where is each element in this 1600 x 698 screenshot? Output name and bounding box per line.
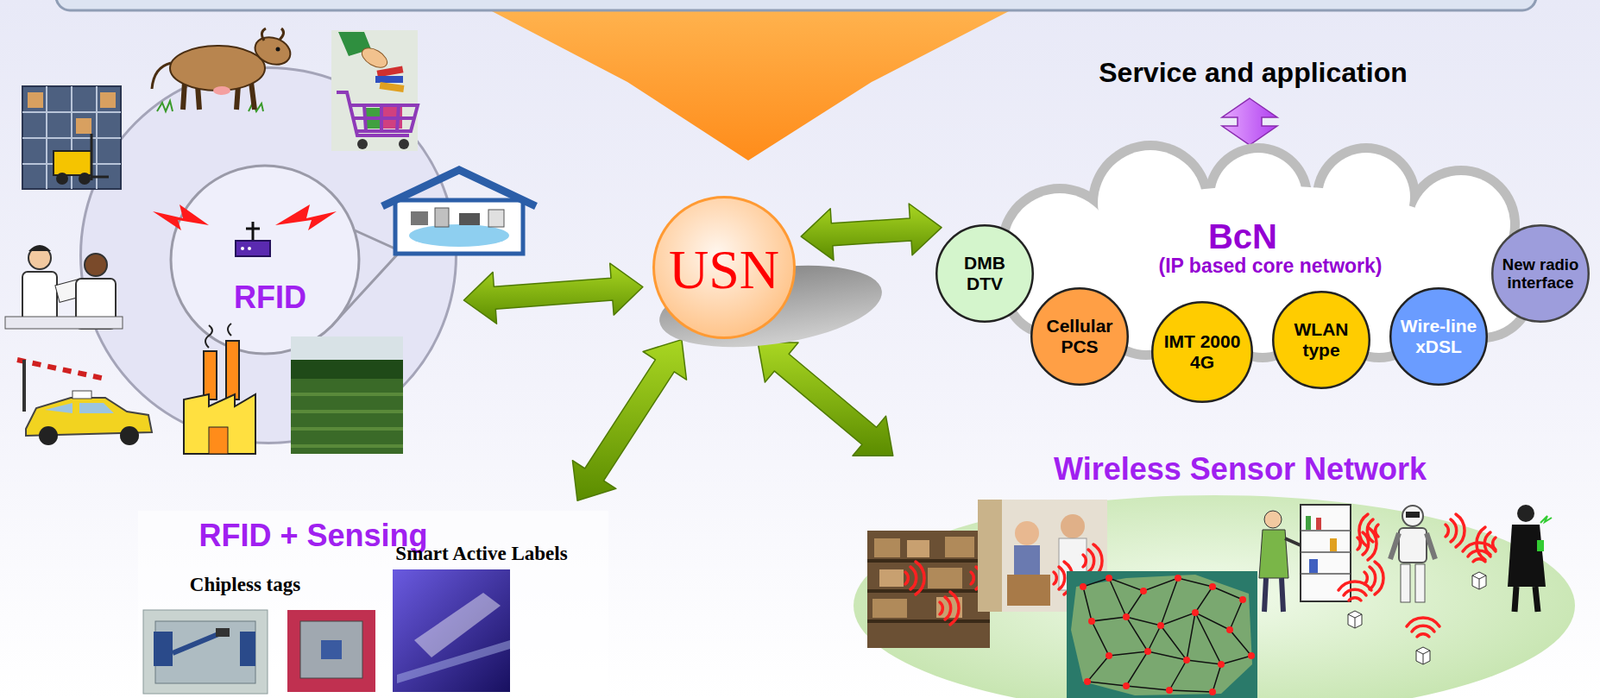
text-label: (IP based core network)	[1158, 254, 1382, 278]
network-type-circle: DMB DTV	[935, 224, 1034, 323]
double-arrow	[1222, 98, 1278, 145]
text-label: Smart Active Labels	[395, 542, 567, 566]
text-label: Service and application	[1098, 56, 1407, 89]
usn-circle-outline	[654, 197, 795, 339]
network-type-circle-outline	[936, 225, 1034, 322]
double-arrow-connector	[800, 203, 942, 261]
text-label: USN	[668, 238, 780, 303]
network-type-circle-outline	[1152, 302, 1253, 403]
illustration	[143, 569, 511, 694]
network-type-circle-outline	[1031, 288, 1128, 385]
sensor-network-area: Wireless Sensor Network	[850, 448, 1597, 698]
top-banner	[56, 0, 1537, 11]
network-type-circle: New radio interface	[1491, 224, 1590, 323]
network-type-circle: Wire-line xDSL	[1389, 287, 1488, 386]
text-label: BcN	[1208, 216, 1278, 257]
network-type-circle: Cellular PCS	[1030, 287, 1129, 386]
network-type-circle: WLAN type	[1272, 290, 1371, 390]
double-arrow-connector	[757, 342, 894, 456]
text-label: RFID	[233, 279, 307, 315]
text-label: New radio interface	[1493, 255, 1588, 293]
rfid-cluster-shape	[79, 66, 458, 445]
text-label: Cellular PCS	[1040, 315, 1119, 358]
text-label: Chipless tags	[189, 573, 301, 597]
text-label: WLAN type	[1282, 319, 1361, 361]
usn-circle: USN	[652, 195, 796, 340]
funnel-arrow	[490, 10, 1011, 161]
text-label: IMT 2000 4G	[1161, 331, 1244, 373]
double-arrow-connector	[572, 340, 687, 502]
network-type-circle: IMT 2000 4G	[1151, 301, 1254, 404]
core-network-cloud-outline	[997, 140, 1537, 363]
text-label: Wire-line xDSL	[1395, 315, 1482, 358]
double-arrow-connector	[463, 263, 643, 324]
text-label: RFID + Sensing	[198, 517, 428, 554]
sensor-network-area-outline	[853, 495, 1575, 698]
rfid-sensing-panel-outline	[138, 510, 609, 696]
rfid-sensing-panel: RFID + SensingChipless tags Smart Active …	[138, 510, 609, 696]
text-label: Wireless Sensor Network	[1053, 451, 1427, 487]
rfid-cluster: RFID	[79, 66, 458, 445]
network-type-circle-outline	[1272, 291, 1370, 389]
illustration	[5, 28, 536, 454]
core-network-cloud: BcN(IP based core network) DMB DTV Cellula…	[930, 129, 1597, 408]
illustration	[867, 499, 1552, 698]
network-type-circle-outline	[1492, 225, 1589, 322]
network-type-circle-outline	[1390, 288, 1487, 385]
text-label: DMB DTV	[950, 252, 1020, 295]
